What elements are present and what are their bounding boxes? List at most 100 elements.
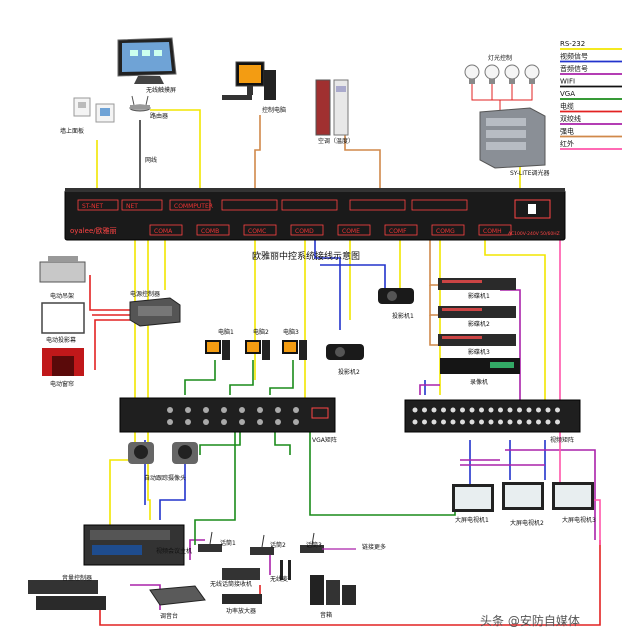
vga-port	[185, 419, 191, 425]
vga-display	[311, 407, 329, 419]
electric-curtain-device[interactable]	[42, 348, 84, 376]
bulb-base	[489, 79, 495, 84]
power-switch-icon	[528, 204, 536, 214]
mic-3-label: 话筒3	[306, 541, 322, 549]
vga-port	[275, 407, 281, 413]
rs232-wire	[109, 235, 136, 525]
video-host-label: 视频会议主机	[156, 547, 192, 555]
microphone-2[interactable]	[250, 534, 274, 555]
big-screen-tv-2[interactable]	[502, 482, 544, 510]
tracking-camera-2[interactable]	[172, 442, 198, 464]
big-screen-tv-1[interactable]	[452, 484, 494, 512]
video-wire	[314, 235, 341, 330]
computer-2[interactable]	[245, 340, 270, 360]
wall-panel-device[interactable]	[73, 97, 115, 123]
power-amp-device[interactable]	[222, 594, 262, 604]
video-wire	[159, 445, 186, 520]
tracking-camera-1[interactable]	[128, 442, 154, 464]
legend-label: RS-232	[560, 40, 585, 48]
dvd-player-1[interactable]	[438, 278, 516, 290]
video-port	[517, 419, 522, 425]
vga-port	[167, 407, 173, 413]
twisted-pair-wire	[505, 449, 596, 540]
video-port	[498, 419, 503, 425]
tv-3-label: 大屏电视机3	[562, 516, 596, 524]
legend-label: 视频信号	[560, 52, 588, 61]
recorder-device[interactable]	[440, 358, 520, 374]
video-port	[555, 407, 560, 413]
touch-screen-label: 无线触摸屏	[146, 86, 176, 94]
wall-panel-label: 墙上面板	[60, 127, 84, 135]
bottom-port	[196, 224, 230, 236]
video-port	[450, 419, 456, 425]
strong-power-wire	[254, 115, 261, 195]
top-port	[121, 199, 163, 211]
power-controller-device[interactable]	[129, 297, 181, 327]
vga-port	[239, 407, 245, 413]
video-port	[488, 407, 494, 413]
wireless-mic-device[interactable]	[280, 560, 291, 580]
video-port	[555, 419, 560, 425]
mixer-device[interactable]	[149, 585, 206, 606]
microphone-1[interactable]	[198, 531, 222, 552]
vga-wire	[269, 360, 294, 395]
computer-1[interactable]	[205, 340, 230, 360]
power-amp-label: 功率放大器	[226, 607, 256, 615]
big-screen-tv-3[interactable]	[552, 482, 594, 510]
touch-screen-device[interactable]	[117, 37, 177, 84]
legend-label: VGA	[560, 90, 575, 98]
power-cable	[89, 275, 130, 311]
power-controller-label: 电源控制器	[130, 290, 160, 298]
wireless-receiver-label: 无线话筒接收机	[210, 580, 252, 588]
dvd-player-2[interactable]	[438, 306, 516, 318]
vga-matrix-device[interactable]	[119, 397, 336, 433]
projector-2[interactable]	[326, 344, 364, 360]
mic-1-label: 话筒1	[220, 539, 236, 547]
projector-1[interactable]	[378, 288, 414, 304]
router-device[interactable]	[129, 95, 151, 112]
dvd-player-3-label: 影碟机3	[468, 348, 490, 356]
dimmer-label: SY-LITE调光器	[510, 169, 550, 177]
video-matrix-device[interactable]	[404, 399, 581, 433]
bottom-port-label: COMG	[436, 228, 455, 235]
electric-lift-device[interactable]	[39, 256, 86, 283]
top-port	[281, 199, 338, 211]
vga-port	[257, 407, 263, 413]
top-port	[77, 199, 119, 211]
audio-matrix-label: 音量控制器	[62, 574, 92, 582]
video-conference-host[interactable]	[83, 524, 185, 566]
video-port	[422, 419, 427, 425]
speakers-device[interactable]	[310, 575, 356, 605]
microphone-3[interactable]	[300, 532, 324, 553]
electric-curtain-label: 电动窗帘	[50, 380, 74, 388]
legend-label: WIFI	[560, 78, 575, 86]
bulb-base	[529, 79, 535, 84]
bottom-port-label: COMB	[201, 228, 219, 235]
computer-3[interactable]	[282, 340, 307, 360]
rs232-wire	[150, 109, 201, 195]
video-port	[545, 407, 551, 413]
control-pc-device[interactable]	[222, 61, 276, 100]
wireless-mic-label: 无线麦	[270, 575, 288, 583]
video-port	[441, 407, 446, 413]
bottom-port-label: COMH	[483, 228, 502, 235]
projection-screen-device[interactable]	[41, 302, 85, 334]
video-port	[450, 407, 456, 413]
dvd-player-3[interactable]	[438, 334, 516, 346]
top-port	[221, 199, 278, 211]
audio-matrix-device[interactable]	[28, 580, 106, 610]
air-conditioner-device[interactable]	[315, 79, 349, 136]
tracking-camera-label: 自动跟踪摄像头	[144, 474, 186, 482]
vga-port	[221, 419, 227, 425]
power-socket	[514, 199, 551, 219]
video-port	[507, 407, 513, 413]
vga-port	[293, 419, 299, 425]
tv-2-label: 大屏电视机2	[510, 519, 544, 527]
power-cable	[99, 540, 601, 626]
wireless-receiver-device[interactable]	[222, 568, 260, 580]
bulb-base	[469, 79, 475, 84]
video-port	[526, 407, 532, 413]
power-label: AC100V-240V 50/60HZ	[508, 231, 560, 237]
dimmer-device[interactable]	[479, 107, 546, 169]
bulb-wire	[499, 84, 513, 110]
